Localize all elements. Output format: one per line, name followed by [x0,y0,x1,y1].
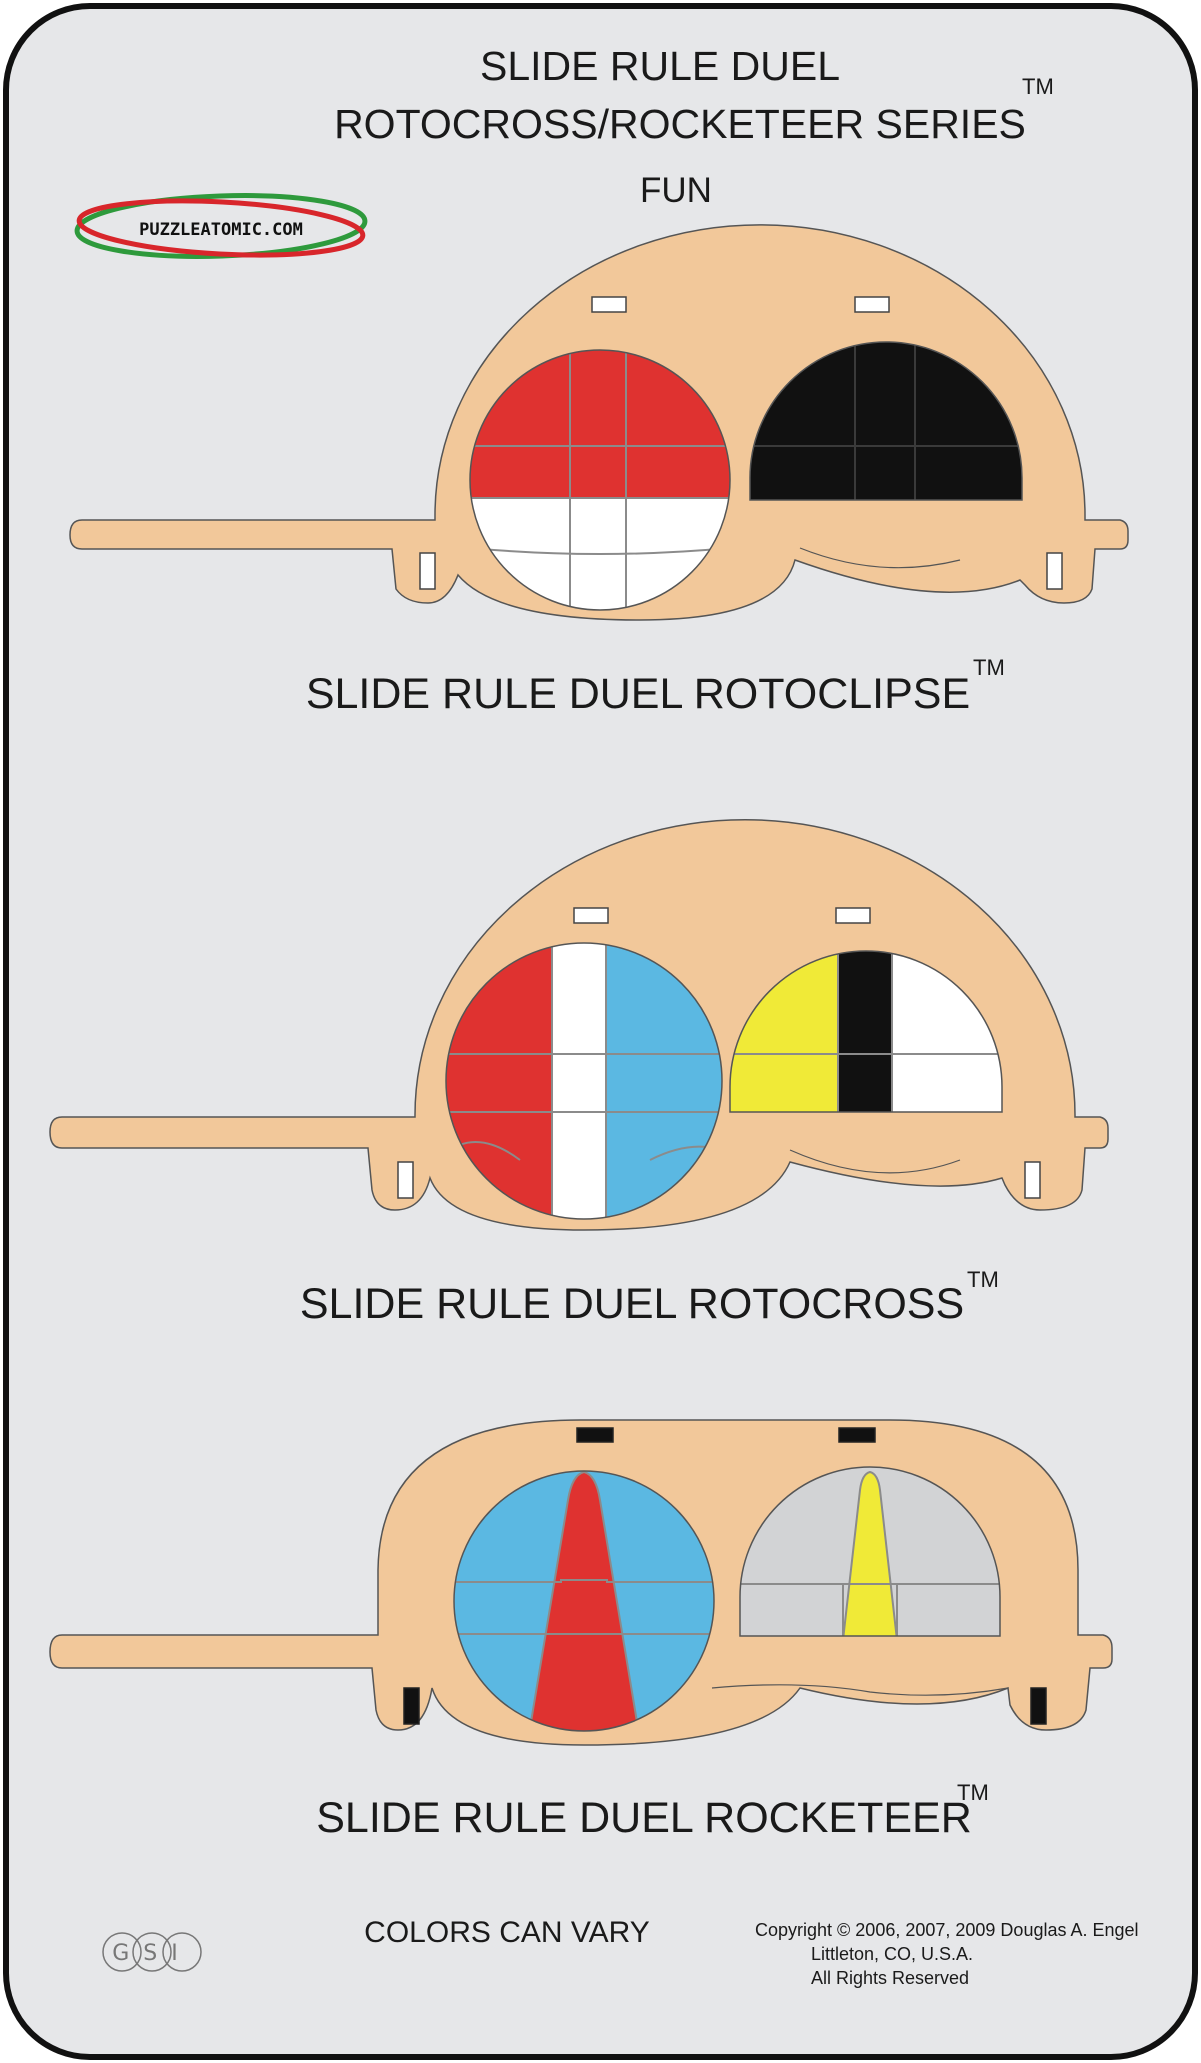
copyright-line-1: Copyright © 2006, 2007, 2009 Douglas A. … [755,1920,1139,1940]
rocketeer-puzzle: SLIDE RULE DUEL ROCKETEER TM [49,1419,1113,1842]
rotocross-tab-left [397,1161,414,1199]
rotocross-slot-right [835,907,871,924]
rocketeer-tab-left [403,1687,420,1725]
logo-text: PUZZLEATOMIC.COM [139,220,303,240]
rotocross-trademark: TM [967,1267,999,1292]
rotocross-slot-left [573,907,609,924]
puzzleatomic-logo: PUZZLEATOMIC.COM [74,193,368,259]
rotoclipse-puzzle: SLIDE RULE DUEL ROTOCLIPSE TM [69,224,1129,718]
rocketeer-trademark: TM [957,1780,989,1805]
rotoclipse-slot-left [591,296,627,313]
rocketeer-slot-right [838,1427,876,1443]
level-label: FUN [640,171,712,210]
rotocross-title: SLIDE RULE DUEL ROTOCROSS [300,1280,964,1328]
rocketeer-tab-right [1030,1687,1047,1725]
colors-note: COLORS CAN VARY [364,1916,650,1949]
rotoclipse-tab-left [419,552,436,590]
rocketeer-left-rocket [528,1472,640,1731]
rotocross-right-black [838,951,892,1112]
rotoclipse-trademark: TM [973,655,1005,680]
copyright-line-3: All Rights Reserved [811,1968,969,1988]
rocketeer-right-rocket [843,1472,897,1636]
rotoclipse-slot-right [854,296,890,313]
copyright-line-2: Littleton, CO, U.S.A. [811,1944,973,1964]
rotoclipse-title: SLIDE RULE DUEL ROTOCLIPSE [306,670,970,718]
title-line-2: ROTOCROSS/ROCKETEER SERIES [334,101,1026,147]
title-line-1: SLIDE RULE DUEL [480,43,840,89]
rocketeer-title: SLIDE RULE DUEL ROCKETEER [316,1794,972,1842]
rotocross-tab-right [1024,1161,1041,1199]
rotocross-left-white [552,943,606,1219]
gsi-seal: GSI [102,1932,202,1972]
rocketeer-slot-left [576,1427,614,1443]
seal-text: GSI [112,1941,192,1966]
title-trademark: TM [1022,74,1054,99]
rotocross-puzzle: SLIDE RULE DUEL ROTOCROSS TM [49,819,1109,1328]
rotoclipse-tab-right [1046,552,1063,590]
